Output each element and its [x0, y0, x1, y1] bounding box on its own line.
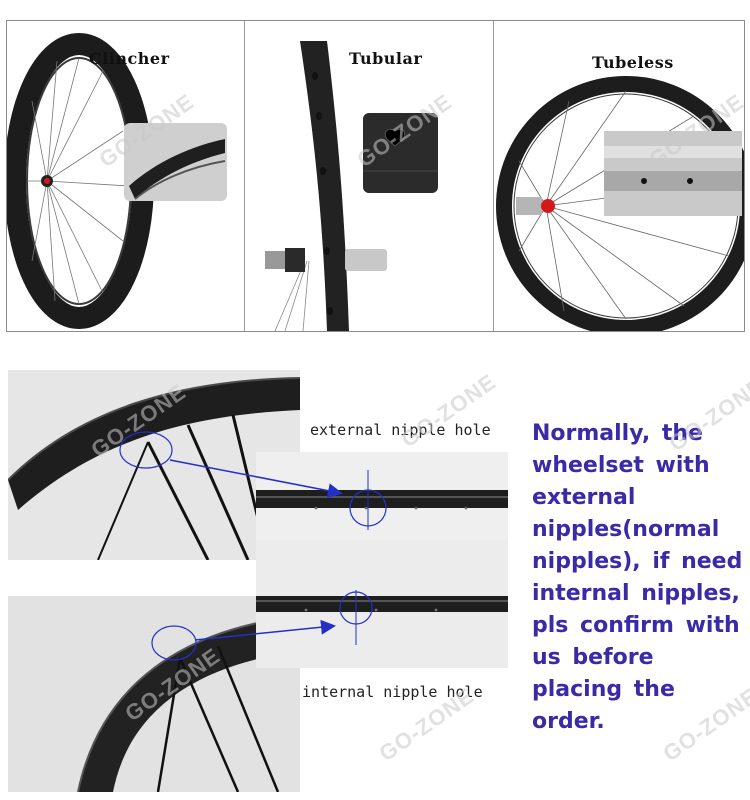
external-rim-closeup	[256, 452, 508, 547]
hub-icon	[541, 199, 555, 213]
highlight-circle	[119, 431, 173, 469]
tubeless-title: Tubeless	[592, 53, 674, 72]
order-note: Normally, the wheelset with external nip…	[532, 421, 743, 734]
tubeless-panel: Tubeless	[494, 21, 744, 331]
arrow-icon	[169, 459, 343, 499]
clincher-wheel-image	[7, 33, 227, 329]
tubular-title: Tubular	[349, 49, 423, 68]
tubeless-wheel-image	[496, 76, 744, 331]
external-nipple-photo	[8, 370, 300, 560]
external-nipple-caption: external nipple hole	[310, 421, 491, 439]
internal-nipple-caption: internal nipple hole	[302, 683, 483, 701]
divider	[244, 21, 245, 331]
arrow-icon	[194, 619, 336, 641]
tubular-wheel-image	[265, 41, 438, 331]
highlight-circle	[151, 625, 197, 661]
divider	[493, 21, 494, 331]
internal-rim-closeup	[256, 540, 508, 668]
internal-nipple-photo	[8, 596, 300, 792]
wheel-types-frame: Clincher Tubular	[6, 20, 745, 332]
clincher-panel: Clincher	[7, 21, 244, 331]
clincher-title: Clincher	[89, 49, 170, 68]
tubular-panel: Tubular	[245, 21, 493, 331]
hub-icon	[44, 178, 50, 184]
